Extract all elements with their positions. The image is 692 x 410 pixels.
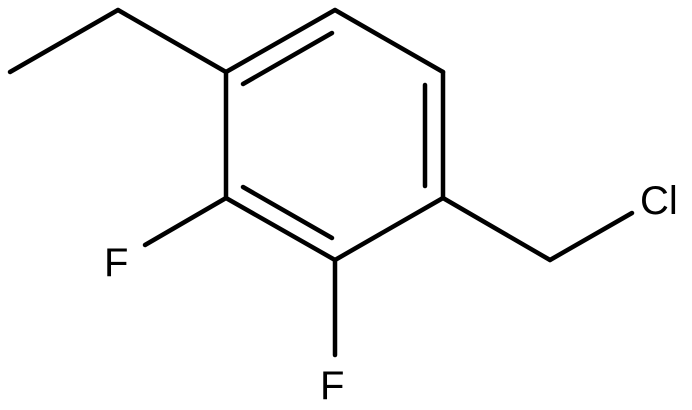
ring-bond-c5-c6: [223, 195, 338, 263]
ethyl-bond-terminal: [7, 7, 121, 75]
ring-inner-double-bond-bottom: [240, 184, 335, 241]
ring-bond-c2-c3: [332, 7, 446, 75]
fluorine-atom-label-2: F: [320, 364, 344, 408]
chloromethyl-bond-ring: [440, 195, 553, 263]
ring-bond-c1-c2: [223, 7, 338, 75]
chloromethyl-bond-cl: [547, 210, 635, 263]
ring-inner-double-bond-top: [240, 30, 335, 87]
fluorine-bond-1: [142, 195, 229, 248]
ethyl-bond-ring: [115, 7, 229, 75]
chlorine-atom-label: Cl: [640, 179, 678, 223]
ring-bond-c4-c5: [332, 195, 446, 263]
fluorine-atom-label-1: F: [104, 241, 128, 285]
